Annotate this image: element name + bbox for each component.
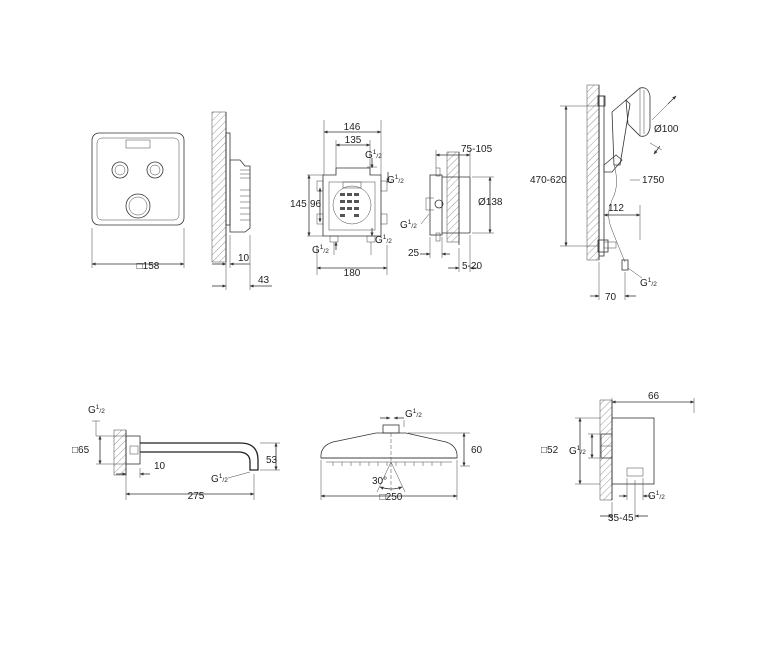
shower-height-range: 470-620 [530,175,567,186]
mixer-plate-outline [91,132,185,226]
rail-bar [598,95,605,257]
spout-thread-wall: G1/2 [88,404,105,416]
rough-in-diameter: Ø138 [478,197,503,208]
shower-rail-view: Ø100 1750 470-620 112 70 G1/2 [530,84,679,303]
head-shower-thread: G1/2 [405,408,422,420]
mixer-side-view: 10 43 [211,111,272,290]
button-right [146,161,164,179]
head-shower-angle: 30° [372,476,387,487]
shower-wall-offset: 70 [605,292,617,303]
rough-in-body [322,167,382,237]
shower-rail-thread: G1/2 [640,277,657,289]
rough-in-thread-top: G1/2 [365,149,382,161]
wall-outlet-flange-label: □52 [541,445,559,456]
rough-in-side-thread: G1/2 [400,219,417,231]
hand-shower [611,99,631,166]
rough-in-width-top-1: 146 [344,122,361,133]
wall-outlet-thread-bottom: G1/2 [648,490,665,502]
head-shower-view: 30° G1/2 60 □250 [320,408,483,503]
spout-thread-outlet: G1/2 [211,473,228,485]
rough-in-thread-bottom-left: G1/2 [312,244,329,256]
spout-flange [125,435,141,465]
head-shower-body [320,432,458,459]
shower-hose-length: 1750 [642,175,665,186]
spout-flange-label: □65 [72,445,90,456]
shower-head-diameter: Ø100 [654,124,679,135]
shower-spacing: 112 [608,203,624,214]
head-shower-width-label: □250 [380,492,403,503]
rough-in-offset: 25 [408,248,420,259]
rough-in-height-2: 96 [310,199,322,210]
rough-in-thread-right-top: G1/2 [387,174,404,186]
head-shower-connector [382,424,400,434]
mixer-plate-width-label: □158 [137,261,160,272]
wall-outlet-body [611,417,655,485]
spout-length: 275 [188,491,205,502]
rough-in-depth-range: 75-105 [461,144,493,155]
thermostat-knob [125,193,151,219]
slider-holder [603,154,623,173]
rough-in-front-view: 146 135 G1/2 G1/2 145 96 G1/2 G1/2 180 [290,120,404,279]
bath-spout-view: □65 G1/2 10 275 53 G1/2 [72,404,280,502]
wall-outlet-view: 66 □52 G1/2 G1/2 35-45 [541,391,695,524]
spout-height: 53 [266,455,278,466]
head-shower-height: 60 [471,445,483,456]
mixer-depth-2: 43 [258,275,270,286]
rough-in-logo [342,181,362,189]
rough-in-width-bottom: 180 [344,268,361,279]
mixer-plate-view: □158 [91,132,185,272]
button-left [111,161,129,179]
spout-body [140,442,259,471]
wall-outlet-connector [626,467,644,477]
rough-in-thread-bottom-right: G1/2 [375,234,392,246]
rough-in-width-top-2: 135 [345,135,362,146]
wall-outlet-thread-wall: G1/2 [569,445,586,457]
wall-outlet-width: 66 [648,391,660,402]
spout-depth: 10 [154,461,166,472]
rough-in-side-view: 75-105 Ø138 G1/2 25 5-20 [400,144,503,272]
rough-in-height-1: 145 [290,199,307,210]
rough-in-depth-min-range: 5-20 [462,261,482,272]
wall-outlet-depth-range: 35-45 [608,513,634,524]
wall-hatch [211,111,227,263]
mixer-depth-1: 10 [238,253,250,264]
brand-logo-mark [125,139,151,149]
